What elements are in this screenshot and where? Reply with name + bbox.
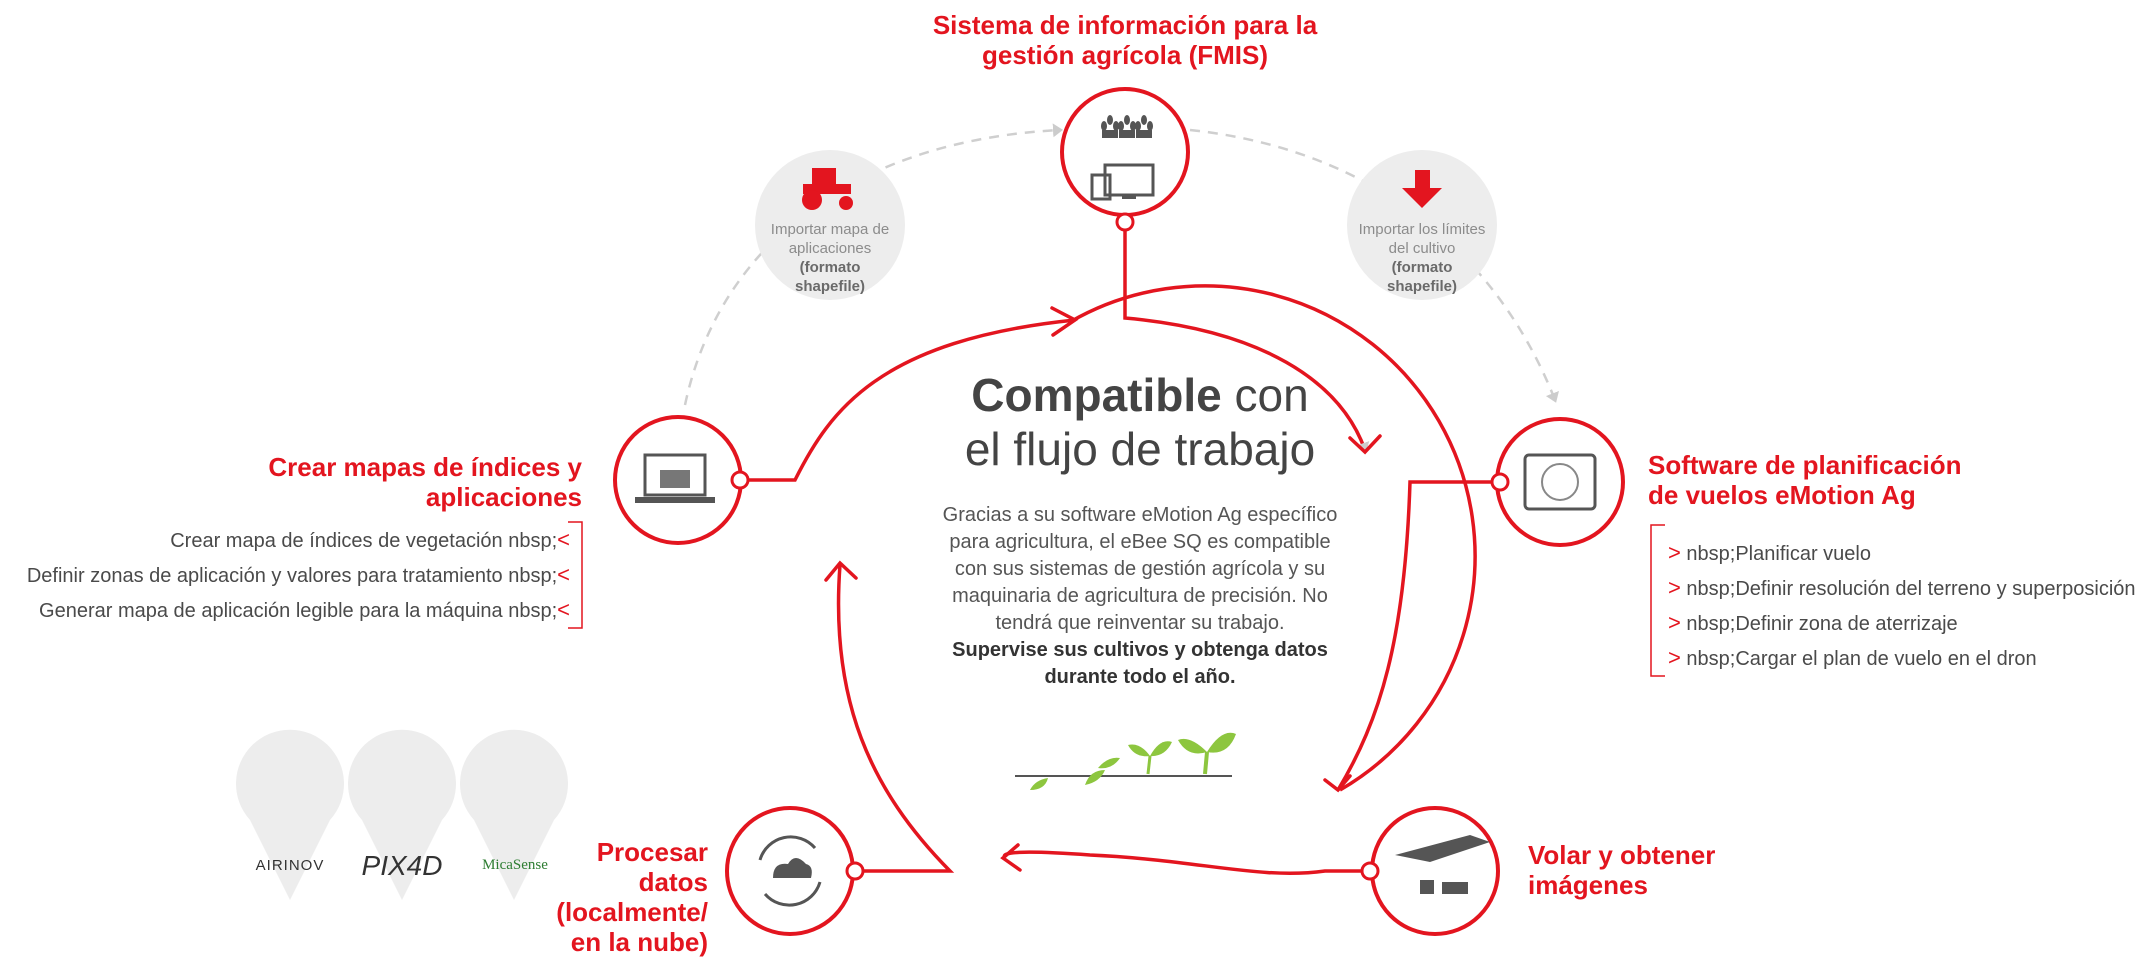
arrowhead [1000, 843, 1022, 872]
airinov-logo: AIRINOV [255, 857, 325, 874]
arc-bottom [1002, 850, 1370, 876]
planning-list: > nbsp;Planificar vuelo > nbsp;Definir r… [1668, 536, 2136, 676]
process-title: Procesar datos (localmente/ en la nube) [520, 837, 708, 957]
title-light: con [1234, 369, 1309, 421]
center-description: Gracias a su software eMotion Ag específ… [942, 504, 1338, 688]
center-ring [1069, 284, 1477, 792]
bubble-import-limits [1347, 150, 1497, 300]
list-item: Definir zonas de aplicación y valores pa… [26, 562, 570, 587]
sprouts-illustration [1015, 732, 1236, 790]
fly-title: Volar y obtener imágenes [1528, 840, 1828, 900]
partner-pins [236, 729, 568, 900]
chevron-left-icon: < [557, 527, 570, 552]
flow-arrowheads [824, 306, 1382, 872]
chevron-left-icon: < [557, 562, 570, 587]
planning-title-line: de vuelos eMotion Ag [1648, 480, 1916, 510]
maps-list: Crear mapa de índices de vegetación nbsp… [10, 523, 570, 628]
arrowhead [1323, 774, 1352, 793]
chevron-right-icon: > [1668, 645, 1681, 670]
planning-title-line: Software de planificación [1648, 450, 1962, 480]
arc-left [836, 564, 955, 873]
arc-top-right [1123, 222, 1370, 453]
fmis-title-line: gestión agrícola (FMIS) [981, 40, 1269, 70]
chevron-right-icon: > [1668, 610, 1681, 635]
down-arrow-icon [1402, 170, 1442, 208]
process-title-line: (localmente/ [556, 897, 708, 927]
micasense-logo: MicaSense [482, 857, 548, 873]
tractor-icon [802, 168, 853, 210]
planning-title: Software de planificación de vuelos eMot… [1648, 450, 2068, 510]
maps-title-line: Crear mapas de índices y [268, 452, 582, 482]
red-flow-arcs [740, 222, 1500, 876]
list-item: Crear mapa de índices de vegetación nbsp… [170, 527, 570, 552]
process-title-line: datos [638, 867, 708, 897]
list-item: Generar mapa de aplicación legible para … [39, 597, 570, 622]
fly-title-line: imágenes [1528, 870, 1648, 900]
center-title: Compatible con el flujo de trabajo [890, 368, 1390, 476]
fmis-title: Sistema de información para la gestión a… [900, 10, 1350, 70]
list-item: > nbsp;Planificar vuelo [1668, 540, 1871, 565]
maps-title-line: aplicaciones [425, 482, 582, 512]
pix4d-logo: PIX4D [361, 850, 443, 881]
laptop-map-icon [635, 453, 715, 503]
node-fmis[interactable] [1060, 87, 1190, 232]
pin-micasense [460, 729, 568, 900]
fly-title-line: Volar y obtener [1528, 840, 1716, 870]
title-strong: Compatible [971, 369, 1222, 421]
arc-right [1336, 480, 1500, 791]
pin-pix4d [348, 729, 456, 900]
planning-list-bracket [1650, 524, 1665, 677]
chevron-left-icon: < [557, 597, 570, 622]
maps-title: Crear mapas de índices y aplicaciones [150, 452, 582, 512]
maps-list-bracket [568, 521, 583, 629]
bubble-import-app [755, 150, 905, 300]
node-maps[interactable] [613, 415, 750, 545]
cloud-sync-icon [758, 835, 822, 907]
node-planning[interactable] [1490, 417, 1625, 547]
arrowhead [1348, 434, 1382, 455]
chevron-right-icon: > [1668, 540, 1681, 565]
bubble-import-app-text: Importar mapa de aplicaciones (formato s… [770, 221, 890, 295]
pin-airinov [236, 729, 344, 900]
process-title-line: en la nube) [570, 927, 708, 957]
chevron-right-icon: > [1668, 575, 1681, 600]
list-item: > nbsp;Definir zona de aterrizaje [1668, 610, 1958, 635]
title-line2: el flujo de trabajo [964, 423, 1316, 475]
list-item: > nbsp;Definir resolución del terreno y … [1668, 575, 2136, 600]
farm-computers-icon [1090, 115, 1155, 201]
arrowhead [824, 560, 858, 582]
fmis-title-line: Sistema de información para la [932, 10, 1318, 40]
list-item: > nbsp;Cargar el plan de vuelo en el dro… [1668, 645, 2037, 670]
process-title-line: Procesar [596, 837, 708, 867]
bubble-import-limits-text: Importar los límites del cultivo (format… [1358, 221, 1486, 295]
node-fly[interactable] [1360, 806, 1500, 936]
tablet-map-icon [1523, 453, 1597, 511]
drone-icon [1395, 835, 1490, 894]
node-process[interactable] [725, 806, 865, 936]
arc-top-left [740, 318, 1076, 482]
